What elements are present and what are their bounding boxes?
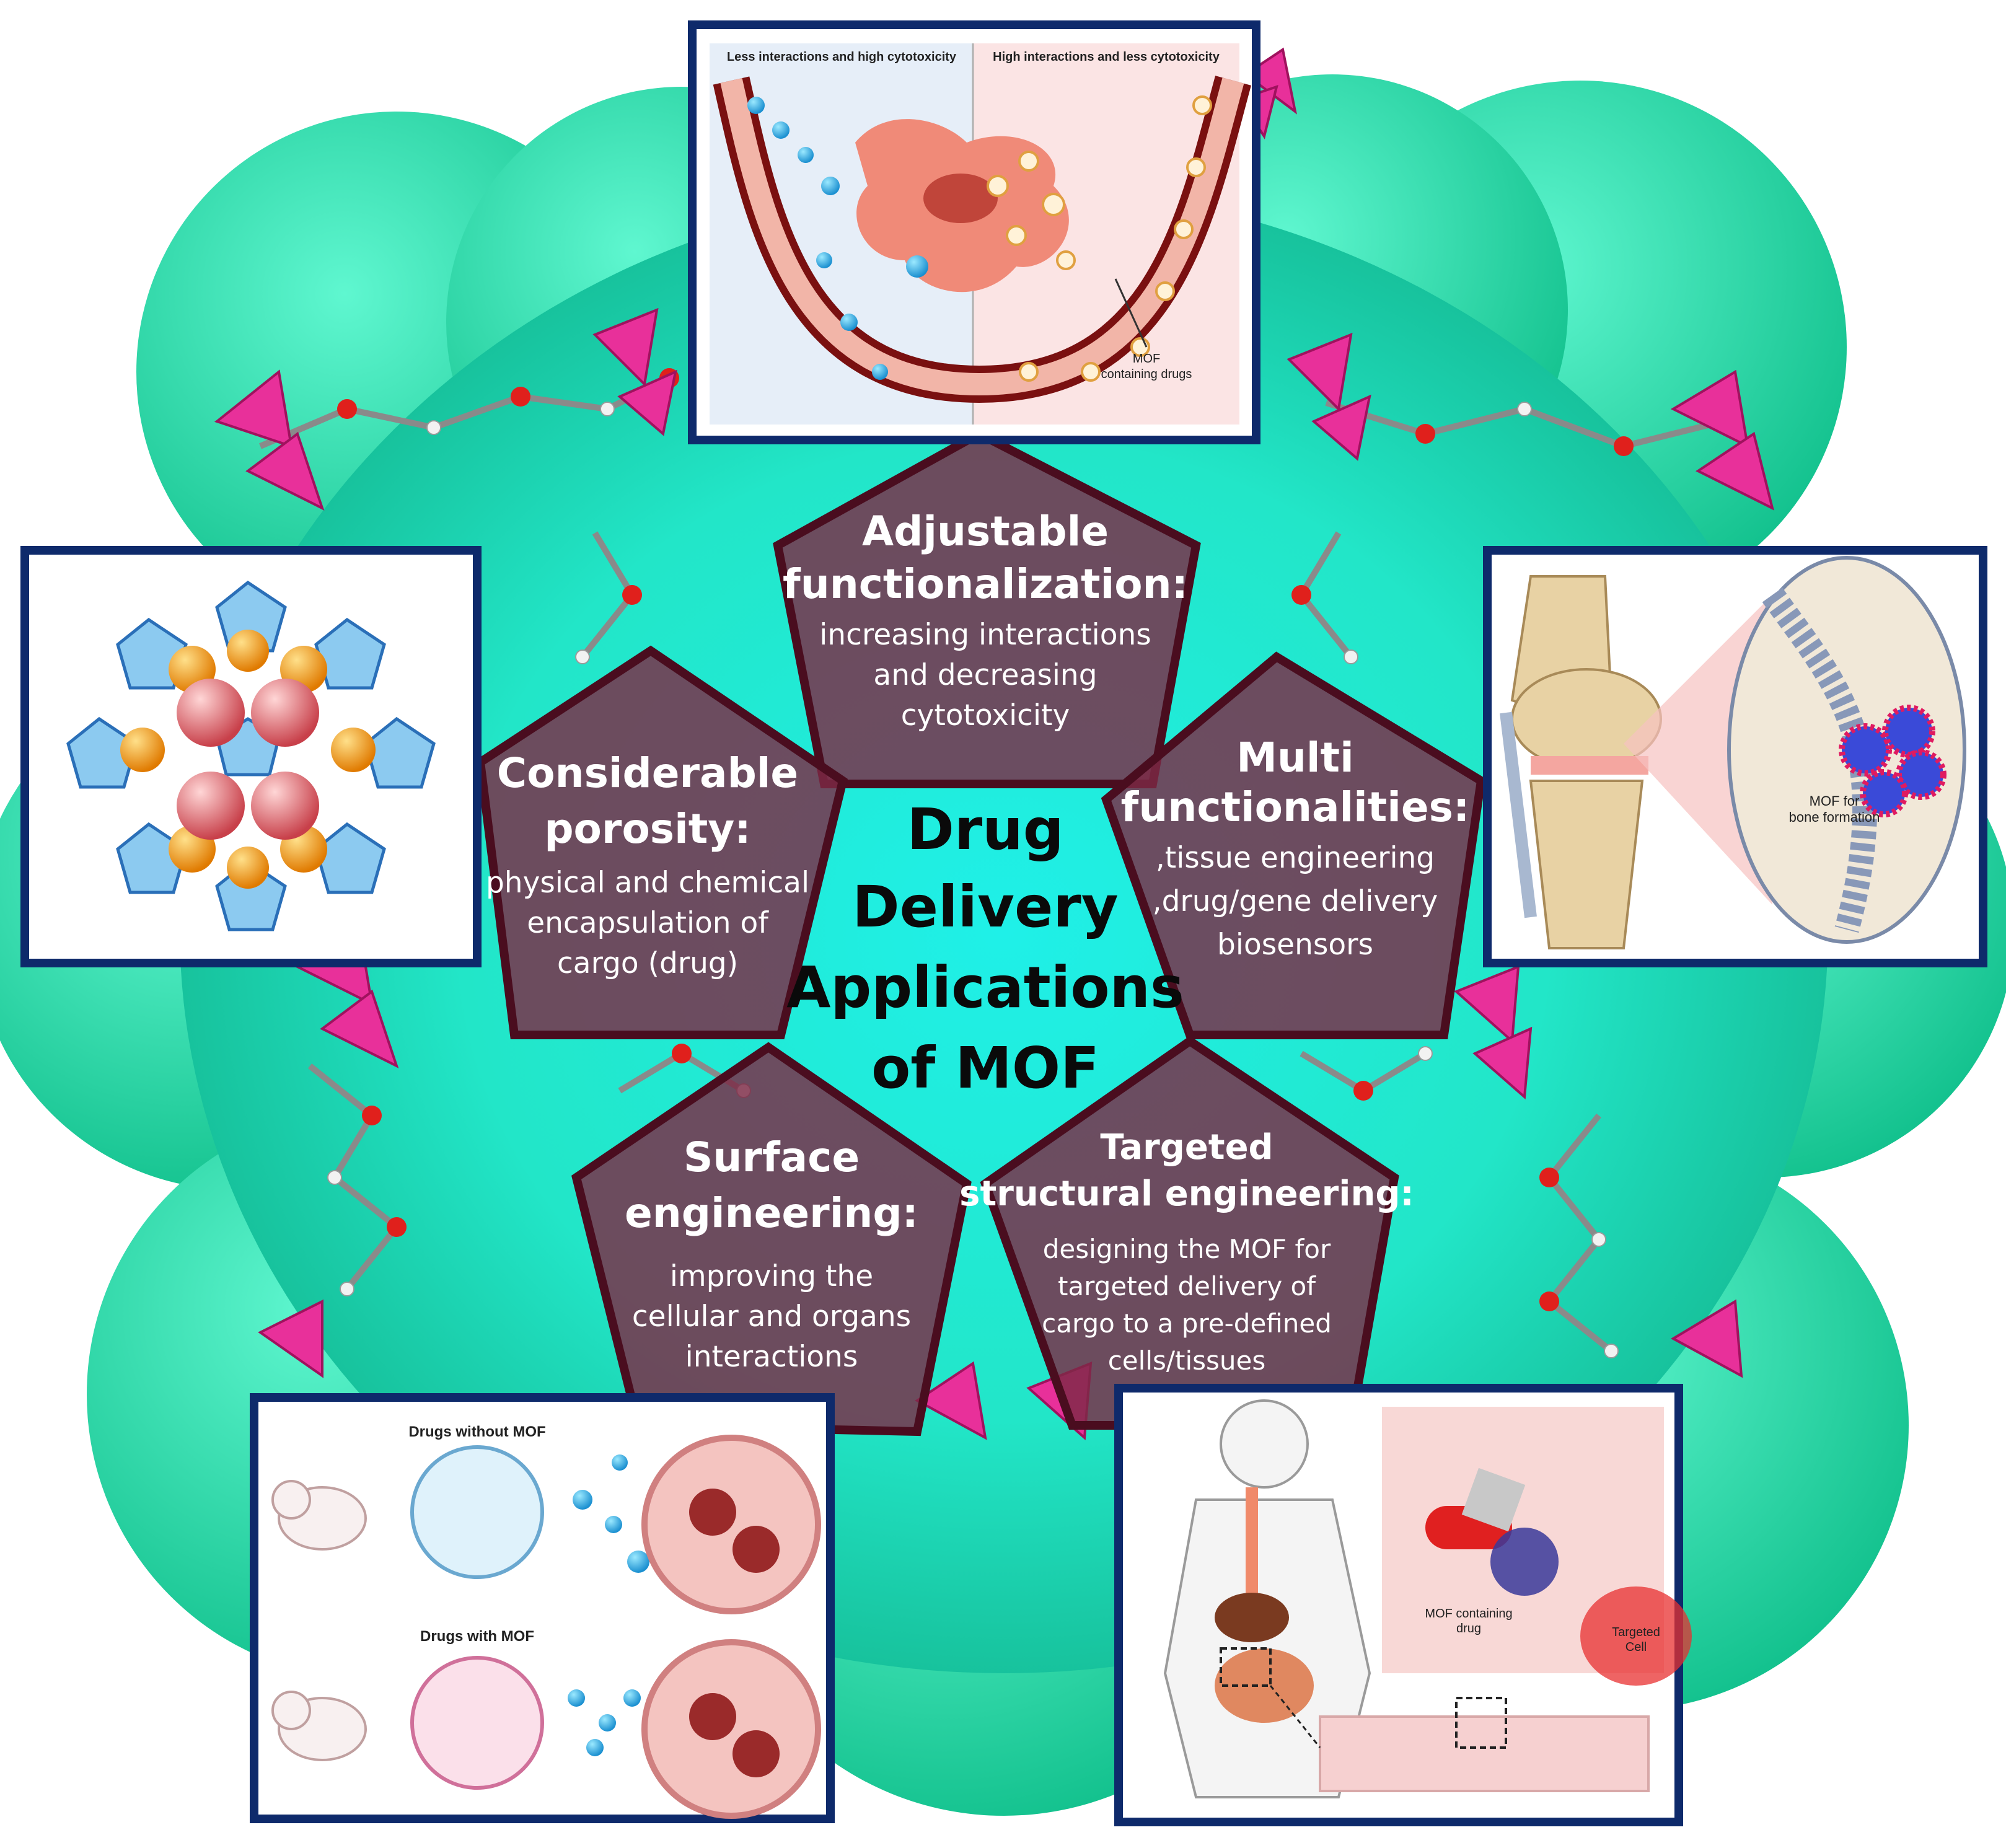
multi-body-line1: ,tissue engineering — [1156, 841, 1435, 875]
targeted-body-line2: targeted delivery of — [1058, 1271, 1316, 1301]
adjustable-body-line2: and decreasing — [873, 658, 1097, 692]
drug-circle-without — [410, 1445, 544, 1579]
inset-human-body-targeting: MOF containing drug Targeted Cell — [1114, 1384, 1692, 1826]
multi-title-line1: Multi — [1236, 734, 1353, 781]
surface-title-line2: engineering: — [625, 1189, 918, 1237]
surface-body-line3: interactions — [685, 1340, 858, 1374]
knee-label-line1: MOF for — [1810, 793, 1860, 809]
targeted-title-line1: Targeted — [1100, 1127, 1273, 1168]
mice-label-without: Drugs without MOF — [408, 1423, 545, 1440]
porosity-title-line2: porosity: — [544, 805, 750, 853]
multi-body-line2: ,drug/gene delivery — [1153, 884, 1438, 918]
center-title-line1: Drug — [907, 796, 1063, 863]
porosity-body-line1: physical and chemical — [486, 866, 809, 900]
surface-title-line1: Surface — [684, 1133, 860, 1181]
inset-mof-crystal-structure — [20, 546, 482, 967]
drug-circle-with — [410, 1656, 544, 1790]
knee-joint-illustration — [1500, 575, 1662, 949]
mof-drug-particles — [987, 95, 1212, 382]
pentagon-considerable-porosity: Considerable porosity: physical and chem… — [475, 645, 848, 1039]
body-cell-line1: Targeted — [1612, 1626, 1660, 1639]
mouse-bottom — [271, 1691, 367, 1761]
body-label-line1: MOF containing — [1425, 1607, 1512, 1621]
body-label-line2: drug — [1456, 1622, 1481, 1635]
inset-mice-drug-comparison: Drugs without MOF Drugs with MOF — [250, 1393, 835, 1823]
inset-blood-vessel: Less interactions and high cytotoxicity … — [688, 20, 1260, 444]
vessel-right-header: High interactions and less cytotoxicity — [993, 50, 1220, 64]
released-drug-dots — [568, 1454, 649, 1756]
surface-body-line1: improving the — [670, 1259, 873, 1293]
knee-label-line2: bone formation — [1789, 809, 1880, 825]
human-body-outline — [1163, 1399, 1371, 1798]
multi-title-line2: functionalities: — [1121, 783, 1470, 831]
porosity-body-line3: cargo (drug) — [557, 946, 738, 980]
adjustable-title-line2: functionalization: — [783, 560, 1188, 608]
vessel-left-header: Less interactions and high cytotoxicity — [727, 50, 957, 64]
vessel-label-line2: containing drugs — [1101, 367, 1192, 381]
zoom-cone — [1624, 595, 1772, 905]
surface-body-line2: cellular and organs — [632, 1300, 911, 1334]
center-title-line3: Applications — [786, 954, 1184, 1021]
adjustable-title-line1: Adjustable — [862, 508, 1109, 555]
targeted-cell — [1580, 1586, 1692, 1686]
center-title: Drug Delivery Applications of MOF — [786, 796, 1184, 1101]
targeted-title-line2: structural engineering: — [959, 1174, 1414, 1214]
body-cell-line2: Cell — [1625, 1640, 1647, 1654]
free-drug-particles — [747, 97, 928, 380]
center-title-line2: Delivery — [852, 874, 1119, 940]
pentagon-multi-functionalities: Multi functionalities: ,tissue engineeri… — [1101, 651, 1486, 1039]
pentagon-targeted-structural-engineering: Targeted structural engineering: designi… — [959, 1036, 1414, 1430]
multi-body-line3: biosensors — [1217, 928, 1373, 962]
targeted-body-line1: designing the MOF for — [1043, 1234, 1331, 1264]
inset-knee-bone-formation: MOF for bone formation — [1483, 546, 1987, 967]
targeted-body-line3: cargo to a pre-defined — [1042, 1308, 1332, 1339]
mouse-top — [271, 1480, 367, 1551]
pentagon-adjustable-functionalization: Adjustable functionalization: increasing… — [773, 429, 1201, 788]
intestine-strip — [1319, 1715, 1650, 1792]
center-title-line4: of MOF — [871, 1035, 1099, 1101]
vessel-label-line1: MOF — [1133, 352, 1160, 366]
adjustable-body-line1: increasing interactions — [819, 618, 1151, 652]
mice-label-with: Drugs with MOF — [420, 1628, 534, 1645]
mof-nanoparticles — [1839, 705, 1947, 817]
adjustable-body-line3: cytotoxicity — [901, 698, 1070, 733]
mof-particle — [1490, 1528, 1559, 1596]
targeted-body-line4: cells/tissues — [1108, 1345, 1266, 1376]
porosity-body-line2: encapsulation of — [527, 906, 769, 940]
porosity-title-line1: Considerable — [497, 749, 798, 797]
pink-pore-spheres — [177, 679, 319, 840]
